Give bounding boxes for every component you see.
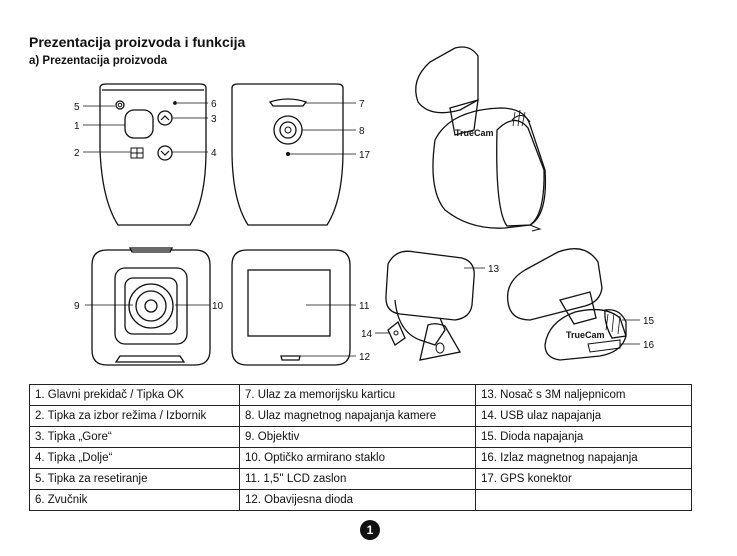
camera-back-view [231,83,356,226]
table-cell: 3. Tipka „Gore“ [29,426,240,448]
table-cell: 5. Tipka za resetiranje [29,468,240,490]
callout-3: 3 [211,114,217,125]
product-illustration: TrueCam [74,46,655,366]
table-cell: 15. Dioda napajanja [475,426,692,448]
callout-9: 9 [74,301,80,312]
callout-13: 13 [488,264,500,275]
callout-14: 14 [361,329,373,340]
callout-11: 11 [359,301,370,312]
callout-15: 15 [643,316,655,327]
table-cell: 7. Ulaz za memorijsku karticu [239,384,476,406]
callout-1: 1 [74,121,80,132]
table-row: 5. Tipka za resetiranje 11. 1,5'' LCD za… [29,468,692,490]
table-row: 6. Zvučnik 12. Obavijesna dioda [29,489,692,511]
table-cell: 1. Glavni prekidač / Tipka OK [29,384,240,406]
table-row: 2. Tipka za izbor režima / Izbornik 8. U… [29,405,692,427]
camera-mounted-perspective [415,46,547,232]
section-subtitle: a) Prezentacija proizvoda [29,55,168,67]
table-cell: 11. 1,5'' LCD zaslon [239,468,476,490]
table-row: 4. Tipka „Dolje“ 10. Optičko armirano st… [29,447,692,469]
callout-4: 4 [211,148,217,159]
brand-logo: TrueCam [455,128,494,138]
table-cell: 6. Zvučnik [29,489,240,511]
callout-17: 17 [359,150,371,161]
camera-lcd-view [231,249,356,366]
callout-2: 2 [74,148,80,159]
camera-lens-view [85,247,211,366]
callout-10: 10 [212,301,224,312]
table-cell: 16. Izlaz magnetnog napajanja [475,447,692,469]
table-cell: 9. Objektiv [239,426,476,448]
mount-side-view [375,250,485,361]
table-cell: 2. Tipka za izbor režima / Izbornik [29,405,240,427]
callout-8: 8 [359,126,365,137]
callout-16: 16 [643,340,655,351]
brand-logo: TrueCam [566,330,605,340]
mount-perspective-view [506,248,640,361]
table-cell: 4. Tipka „Dolje“ [29,447,240,469]
table-row: 1. Glavni prekidač / Tipka OK 7. Ulaz za… [29,384,692,406]
parts-legend-table: 1. Glavni prekidač / Tipka OK 7. Ulaz za… [29,384,692,511]
camera-front-view [83,83,208,226]
callout-6: 6 [211,99,217,110]
table-cell: 14. USB ulaz napajanja [475,405,692,427]
page-number-badge: 1 [360,520,380,540]
table-cell [475,489,692,511]
table-cell: 17. GPS konektor [475,468,692,490]
callout-5: 5 [74,102,80,113]
table-cell: 13. Nosač s 3M naljepnicom [475,384,692,406]
page-title: Prezentacija proizvoda i funkcija [29,34,246,50]
table-row: 3. Tipka „Gore“ 9. Objektiv 15. Dioda na… [29,426,692,448]
callout-12: 12 [359,352,371,363]
table-cell: 8. Ulaz magnetnog napajanja kamere [239,405,476,427]
table-cell: 10. Optičko armirano staklo [239,447,476,469]
table-cell: 12. Obavijesna dioda [239,489,476,511]
callout-7: 7 [359,99,365,110]
